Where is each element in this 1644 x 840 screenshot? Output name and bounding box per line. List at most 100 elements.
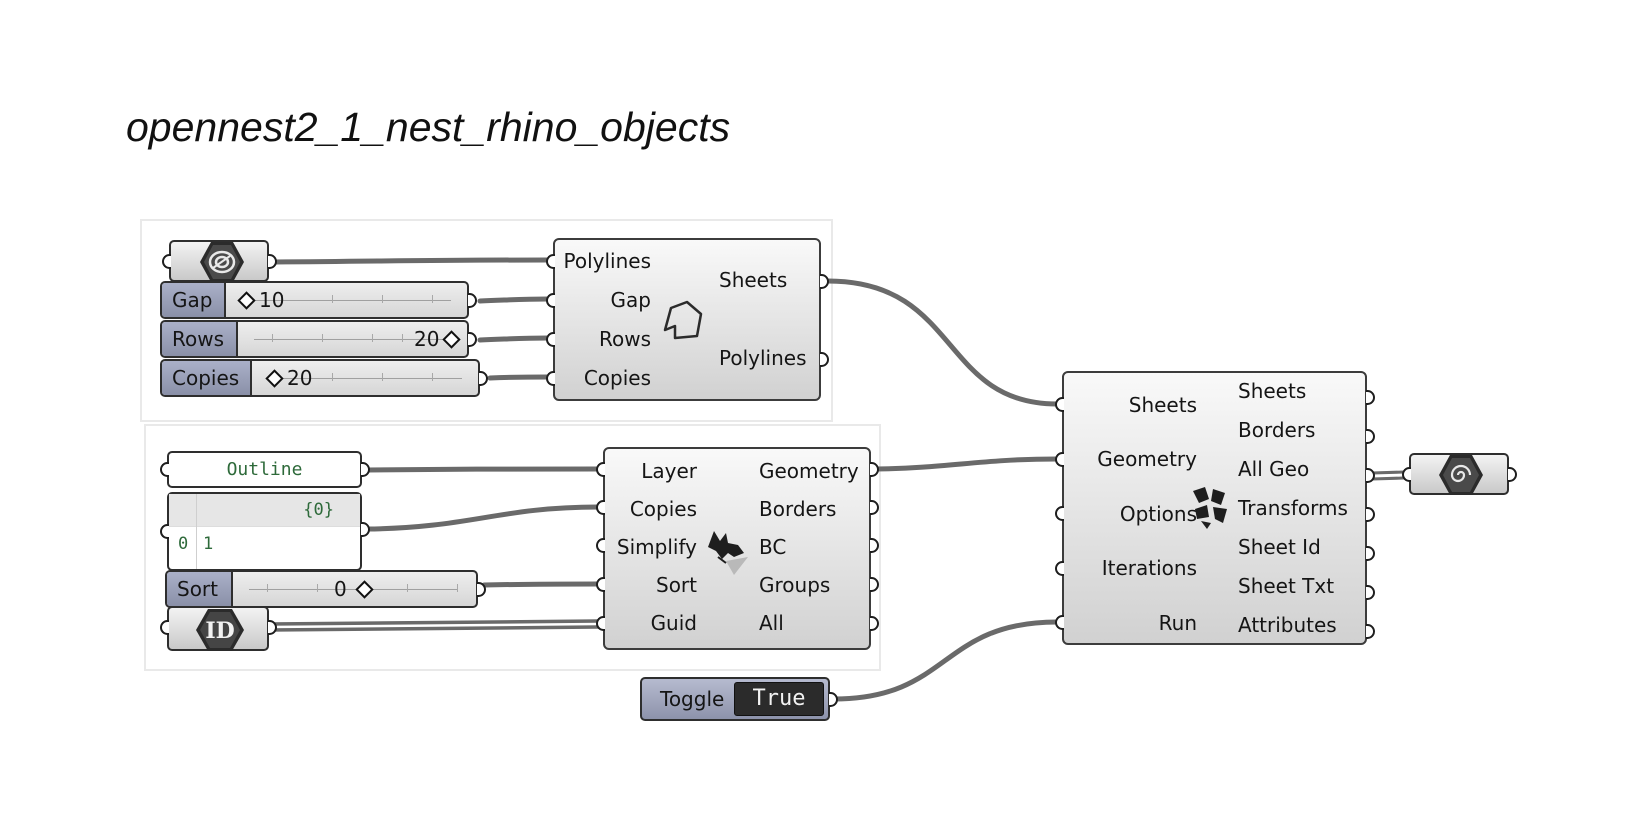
curve-param[interactable] (169, 240, 269, 282)
sort-slider-output-grip[interactable] (477, 582, 486, 597)
wire-rows-to-rows[interactable] (477, 335, 551, 343)
nest-input-grip-run[interactable] (1055, 615, 1064, 630)
wire-guid-to-guid-a[interactable] (269, 619, 599, 626)
sheet-input-grip-polylines[interactable] (546, 254, 555, 269)
nest-output-grip-sheet-txt[interactable] (1366, 585, 1375, 600)
nest-output-all-geo[interactable]: All Geo (1238, 457, 1310, 481)
rhino-output-borders[interactable]: Borders (759, 497, 837, 521)
gap-slider[interactable]: Gap 10 (160, 281, 469, 319)
wire-outline-to-layer[interactable] (364, 466, 601, 473)
rhino-input-grip-copies[interactable] (596, 500, 605, 515)
nest-output-grip-sheets[interactable] (1366, 390, 1375, 405)
nest-output-grip-sheet-id[interactable] (1366, 546, 1375, 561)
curve-param-input-grip[interactable] (162, 254, 171, 269)
wire-guid-to-guid-b[interactable] (269, 625, 599, 632)
toggle-output-grip[interactable] (829, 692, 838, 707)
sort-slider-track[interactable] (249, 589, 458, 590)
rhino-output-grip-bc[interactable] (870, 538, 879, 553)
rhino-input-grip-simplify[interactable] (596, 538, 605, 553)
rhino-input-simplify[interactable]: Simplify (616, 535, 697, 559)
gap-slider-knob[interactable] (237, 291, 256, 310)
copies-list-panel[interactable]: {0} 0 1 (167, 492, 362, 571)
copies-slider[interactable]: Copies 20 (160, 359, 480, 397)
layer-panel-output-grip[interactable] (361, 462, 370, 477)
rhino-output-bc[interactable]: BC (759, 535, 787, 559)
sheet-output-grip-sheets[interactable] (820, 274, 829, 289)
wire-curve-to-polylines[interactable] (272, 257, 551, 265)
sheet-output-grip-polylines[interactable] (820, 352, 829, 367)
list-panel-output-grip[interactable] (361, 522, 370, 537)
layer-panel-input-grip[interactable] (160, 462, 169, 477)
nest-component[interactable]: Sheets Geometry Options Iterations Run S… (1062, 371, 1367, 645)
wire-gap-to-gap[interactable] (477, 296, 551, 304)
rows-slider[interactable]: Rows 20 (160, 320, 469, 358)
nest-output-sheets[interactable]: Sheets (1238, 379, 1307, 403)
rhino-output-grip-geometry[interactable] (870, 462, 879, 477)
nest-input-geometry[interactable]: Geometry (1097, 447, 1197, 471)
sheet-input-gap[interactable]: Gap (610, 288, 651, 312)
rhino-output-geometry[interactable]: Geometry (759, 459, 859, 483)
rhino-output-grip-groups[interactable] (870, 577, 879, 592)
nest-input-grip-sheets[interactable] (1055, 397, 1064, 412)
list-panel-input-grip[interactable] (160, 524, 169, 539)
nest-input-grip-geometry[interactable] (1055, 452, 1064, 467)
rows-slider-output-grip[interactable] (468, 332, 477, 347)
nest-output-transforms[interactable]: Transforms (1238, 496, 1348, 520)
nest-input-sheets[interactable]: Sheets (1128, 393, 1197, 417)
sheet-input-polylines[interactable]: Polylines (563, 249, 652, 273)
nest-output-sheet-txt[interactable]: Sheet Txt (1238, 574, 1335, 598)
nest-input-run[interactable]: Run (1158, 611, 1197, 635)
rhino-input-grip-layer[interactable] (596, 462, 605, 477)
nest-output-grip-transforms[interactable] (1366, 507, 1375, 522)
wire-copies-to-copies[interactable] (487, 374, 551, 381)
sort-slider-knob[interactable] (355, 580, 374, 599)
guid-param-output-grip[interactable] (268, 620, 277, 635)
copies-slider-output-grip[interactable] (479, 371, 488, 386)
sort-slider[interactable]: Sort 0 (165, 570, 478, 608)
nest-output-grip-attributes[interactable] (1366, 624, 1375, 639)
nest-input-options[interactable]: Options (1119, 502, 1197, 526)
sheet-output-polylines[interactable]: Polylines (719, 346, 807, 370)
nest-input-iterations[interactable]: Iterations (1101, 556, 1197, 580)
wire-allgeo-to-param-a[interactable] (1371, 470, 1405, 475)
nest-input-grip-options[interactable] (1055, 506, 1064, 521)
geometry-param-input-grip[interactable] (1402, 467, 1411, 482)
rhino-output-grip-borders[interactable] (870, 500, 879, 515)
copies-slider-knob[interactable] (265, 369, 284, 388)
gap-slider-output-grip[interactable] (468, 293, 477, 308)
nest-output-grip-all-geo[interactable] (1366, 468, 1375, 483)
rhino-input-grip-sort[interactable] (596, 577, 605, 592)
rhino-input-guid[interactable]: Guid (650, 611, 697, 635)
rhino-input-sort[interactable]: Sort (656, 573, 697, 597)
nest-output-attributes[interactable]: Attributes (1238, 613, 1337, 637)
rhino-input-grip-guid[interactable] (596, 616, 605, 631)
wire-sheets-to-nest[interactable] (825, 278, 1060, 407)
wire-sort-to-sort[interactable] (481, 581, 601, 588)
nest-output-sheet-id[interactable]: Sheet Id (1238, 535, 1321, 559)
rhino-objects-component[interactable]: Layer Copies Simplify Sort Guid Geometry… (603, 447, 871, 650)
run-toggle[interactable]: Toggle True (640, 677, 830, 721)
sheet-input-grip-copies[interactable] (546, 371, 555, 386)
sheet-input-grip-rows[interactable] (546, 332, 555, 347)
layer-name-panel[interactable]: Outline (167, 451, 362, 488)
rhino-output-all[interactable]: All (759, 611, 784, 635)
gap-slider-track[interactable] (246, 300, 451, 301)
curve-param-output-grip[interactable] (268, 254, 277, 269)
sheet-input-copies[interactable]: Copies (583, 366, 651, 390)
rhino-input-layer[interactable]: Layer (641, 459, 697, 483)
copies-slider-track[interactable] (272, 378, 462, 379)
sheet-input-grip-gap[interactable] (546, 293, 555, 308)
rhino-output-grip-all[interactable] (870, 616, 879, 631)
group-sheet-setup[interactable] (140, 219, 833, 422)
wire-list-to-copies[interactable] (364, 504, 601, 532)
geometry-param[interactable] (1409, 453, 1509, 495)
sheet-component[interactable]: Polylines Gap Rows Copies Sheets Polylin… (553, 238, 821, 401)
geometry-param-output-grip[interactable] (1508, 467, 1517, 482)
rhino-input-copies[interactable]: Copies (629, 497, 697, 521)
guid-param-input-grip[interactable] (160, 620, 169, 635)
sheet-output-sheets[interactable]: Sheets (719, 268, 788, 292)
rows-slider-track[interactable] (254, 339, 447, 340)
wire-toggle-to-run[interactable] (831, 619, 1060, 702)
sheet-input-rows[interactable]: Rows (598, 327, 651, 351)
nest-output-grip-borders[interactable] (1366, 429, 1375, 444)
